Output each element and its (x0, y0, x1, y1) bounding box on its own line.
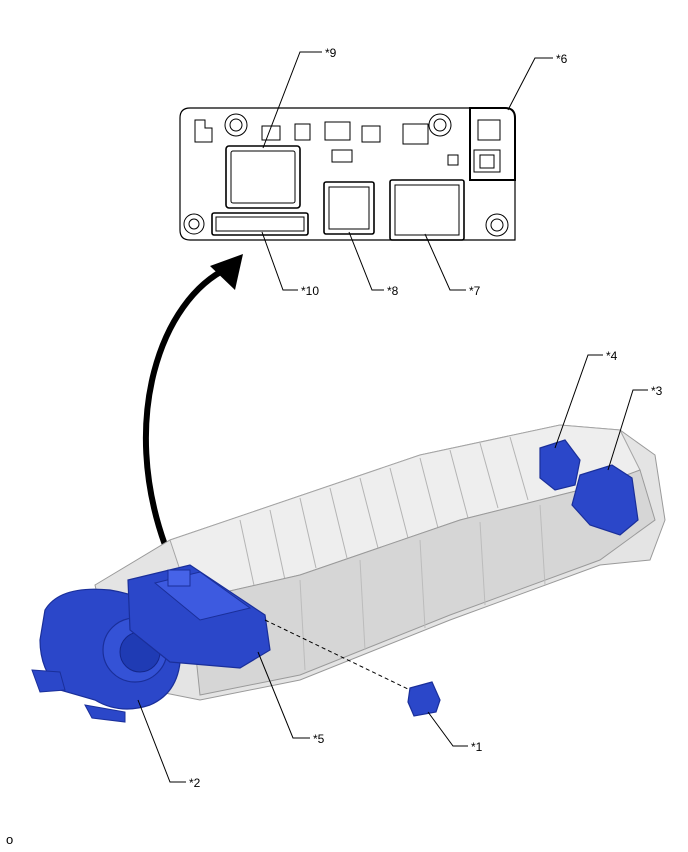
callout-3: *3 (651, 384, 663, 398)
part-4-component (539, 439, 581, 491)
callout-5: *5 (313, 732, 325, 746)
install-guide-dashed-line (264, 619, 411, 691)
callout-8: *8 (387, 284, 399, 298)
callout-9: *9 (325, 46, 337, 60)
callout-10: *10 (301, 284, 319, 298)
leader-lines (137, 51, 648, 783)
part-5-junction-block (127, 564, 271, 669)
callout-4: *4 (606, 349, 618, 363)
callout-2: *2 (189, 776, 201, 790)
callout-7: *7 (469, 284, 481, 298)
junction-block-detail (179, 107, 516, 241)
part-1-connector (407, 681, 441, 717)
part-3-component (571, 464, 639, 536)
callout-1: *1 (471, 740, 483, 754)
callout-6: *6 (556, 52, 568, 66)
figure-code: o (6, 832, 14, 847)
relocation-arrow (143, 254, 243, 547)
